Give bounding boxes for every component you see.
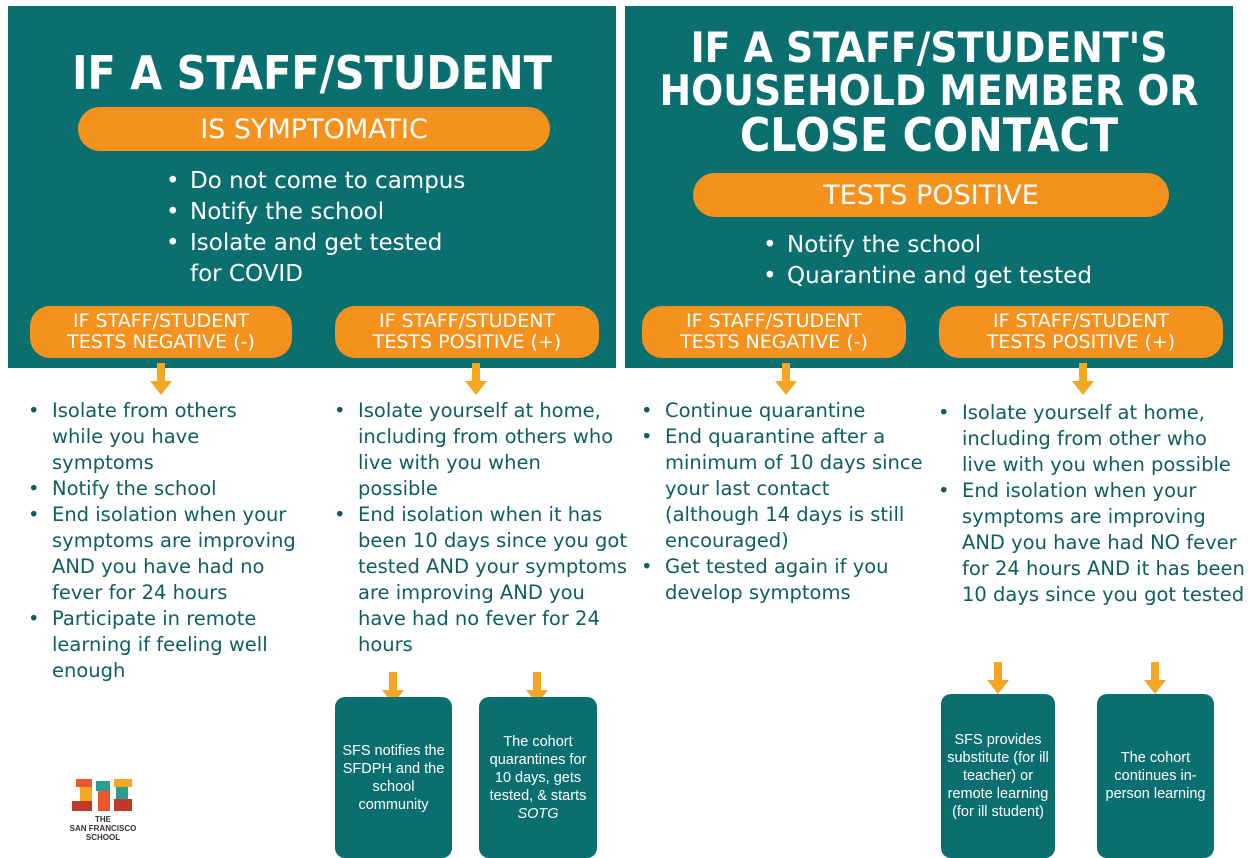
right-title: IF A STAFF/STUDENT'S HOUSEHOLD MEMBER OR… (659, 23, 1199, 162)
left-outcome-notify-box: SFS notifies the SFDPH and the school co… (335, 697, 452, 858)
list-item: Do not come to campus (166, 166, 496, 197)
list-item: Participate in remote learning if feelin… (28, 606, 284, 684)
list-item: Isolate yourself at home, including from… (334, 398, 618, 502)
right-outcome-cohort-box: The cohort continues in-person learning (1097, 694, 1214, 858)
list-item: End quarantine after a minimum of 10 day… (641, 424, 927, 554)
arrow-down-icon (465, 363, 487, 397)
list-item: Notify the school (166, 197, 496, 228)
list-item: Continue quarantine (641, 398, 911, 424)
left-steps: Do not come to campus Notify the school … (166, 166, 496, 290)
left-positive-pill: IF STAFF/STUDENT TESTS POSITIVE (+) (335, 306, 599, 358)
arrow-down-icon (1072, 363, 1094, 397)
arrow-down-icon (150, 363, 172, 397)
list-item: Get tested again if you develop symptoms (641, 554, 909, 606)
arrow-down-icon (1144, 662, 1166, 696)
sfs-logo-mark (72, 779, 132, 811)
left-positive-steps: Isolate yourself at home, including from… (334, 398, 627, 658)
left-title: IF A STAFF/STUDENT (72, 46, 552, 100)
right-negative-steps: Continue quarantine End quarantine after… (641, 398, 923, 606)
left-outcome-cohort-box: The cohort quarantines for 10 days, gets… (479, 697, 597, 858)
list-item: Notify the school (28, 476, 296, 502)
right-outcome-substitute-box: SFS provides substitute (for ill teacher… (941, 694, 1055, 858)
list-item: Quarantine and get tested (763, 261, 1103, 292)
left-panel: IF A STAFF/STUDENT IS SYMPTOMATIC Do not… (8, 6, 616, 368)
right-steps: Notify the school Quarantine and get tes… (763, 230, 1103, 292)
list-item: Isolate yourself at home, including from… (938, 400, 1232, 478)
list-item: End isolation when it has been 10 days s… (334, 502, 630, 658)
list-item: Notify the school (763, 230, 1103, 261)
list-item: End isolation when your symptoms are imp… (938, 478, 1248, 608)
right-positive-pill: IF STAFF/STUDENT TESTS POSITIVE (+) (939, 306, 1223, 358)
arrow-down-icon (775, 363, 797, 397)
left-condition-pill: IS SYMPTOMATIC (78, 107, 550, 151)
left-negative-pill: IF STAFF/STUDENT TESTS NEGATIVE (-) (30, 306, 292, 358)
left-negative-steps: Isolate from others while you have sympt… (28, 398, 296, 684)
list-item: End isolation when your symptoms are imp… (28, 502, 296, 606)
list-item: Isolate and get tested for COVID (166, 228, 450, 290)
right-condition-pill: TESTS POSITIVE (693, 173, 1169, 217)
right-negative-pill: IF STAFF/STUDENT TESTS NEGATIVE (-) (642, 306, 906, 358)
sfs-logo: THE SAN FRANCISCO SCHOOL (58, 775, 148, 855)
arrow-down-icon (987, 662, 1009, 696)
list-item: Isolate from others while you have sympt… (28, 398, 262, 476)
right-positive-steps: Isolate yourself at home, including from… (938, 400, 1245, 608)
right-panel: IF A STAFF/STUDENT'S HOUSEHOLD MEMBER OR… (625, 6, 1233, 368)
